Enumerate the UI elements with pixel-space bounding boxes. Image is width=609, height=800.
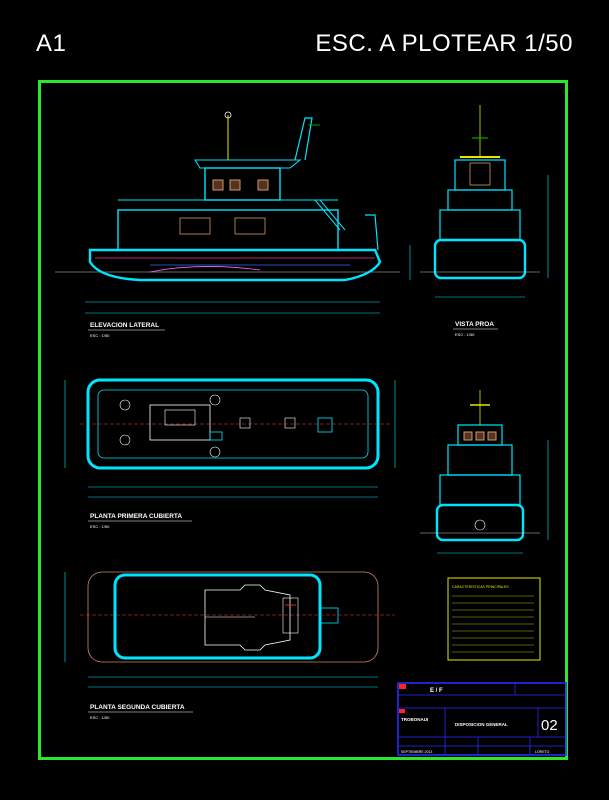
project-name: E / F bbox=[430, 688, 443, 694]
first-deck-title: PLANTA PRIMERA CUBIERTA bbox=[90, 513, 182, 520]
second-deck-title: PLANTA SEGUNDA CUBIERTA bbox=[90, 704, 185, 711]
side-elevation-scale: ESC : 1/50 bbox=[90, 333, 110, 338]
specs-title: CARACTERISTICAS PRINCIPALES bbox=[452, 585, 509, 589]
front-view bbox=[420, 105, 549, 298]
location-ref: LORETO bbox=[535, 750, 550, 754]
sheet-number: 02 bbox=[541, 717, 558, 734]
owner-name: TROBONAUI bbox=[401, 717, 428, 722]
side-elevation-title: ELEVACION LATERAL bbox=[90, 322, 159, 329]
drawing-date: SEPTIEMBRE 2013 bbox=[401, 750, 432, 754]
drawing-frame bbox=[38, 80, 568, 760]
first-deck-scale: ESC : 1/50 bbox=[90, 524, 110, 529]
first-deck-plan bbox=[64, 378, 396, 498]
drawing-title: DISPOSICION GENERAL bbox=[455, 722, 508, 727]
second-deck-scale: ESC : 1/50 bbox=[90, 715, 110, 720]
plot-scale-label: ESC. A PLOTEAR 1/50 bbox=[315, 30, 573, 57]
main-characteristics-box: CARACTERISTICAS PRINCIPALES bbox=[447, 577, 541, 661]
front-view-title: VISTA PROA bbox=[455, 321, 494, 328]
title-block: E / F TROBONAUI DISPOSICION GENERAL 02 S… bbox=[397, 682, 567, 756]
stern-view bbox=[420, 390, 549, 554]
second-deck-plan bbox=[64, 571, 395, 688]
side-elevation-view bbox=[55, 111, 411, 314]
sheet-size-label: A1 bbox=[36, 30, 67, 57]
front-view-scale: ESC : 1/50 bbox=[455, 332, 475, 337]
